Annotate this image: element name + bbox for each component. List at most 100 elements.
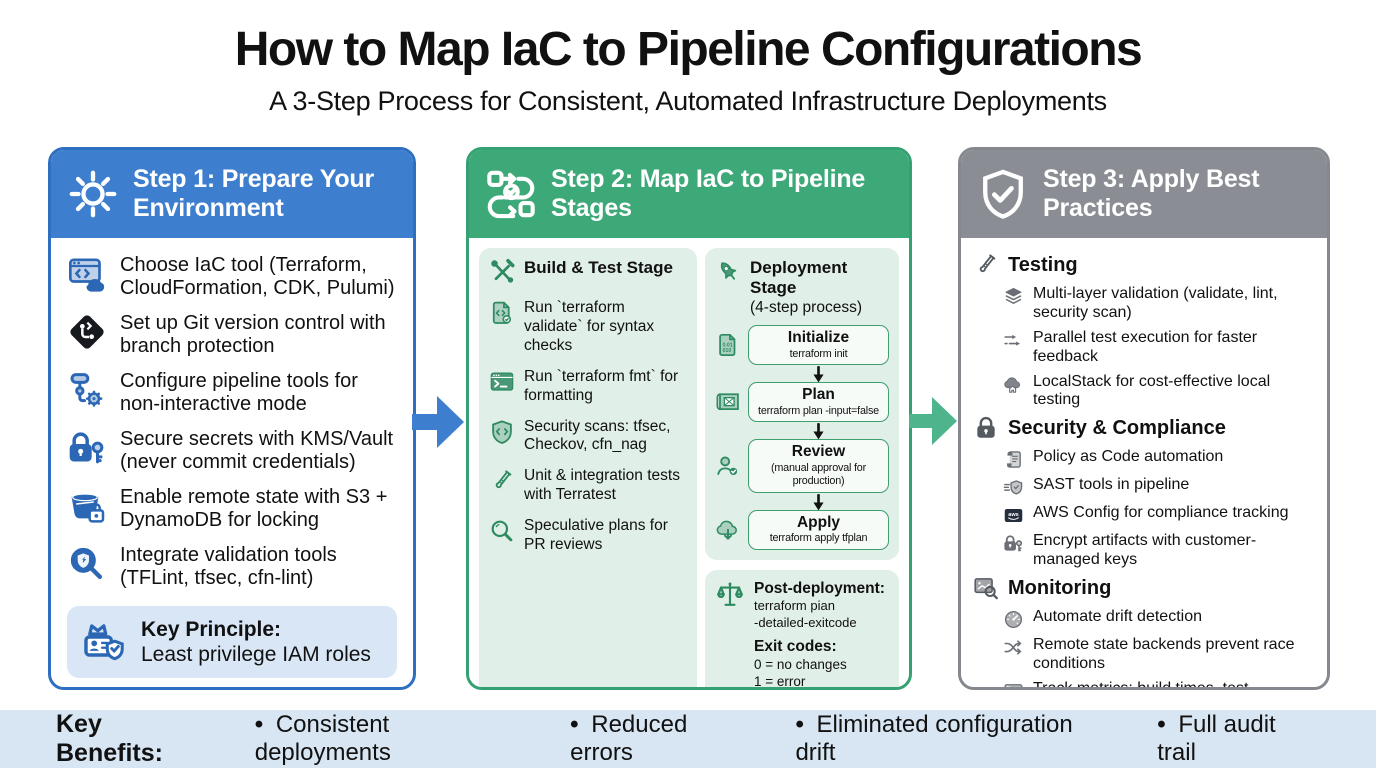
step3-body: Testing Multi-layer validation (validate… <box>961 238 1327 690</box>
down-arrow-icon <box>748 365 889 382</box>
list-item: Configure pipeline tools for non-interac… <box>59 364 405 422</box>
person-check-icon <box>715 453 741 479</box>
list-item-text: Encrypt artifacts with customer-managed … <box>1033 532 1257 569</box>
flow-step: Apply terraform apply tfplan <box>715 509 889 550</box>
list-item: Multi-layer validation (validate, lint, … <box>1003 282 1317 326</box>
key-principle-box: Key Principle: Least privilege IAM roles <box>67 606 397 679</box>
metrics-window-icon <box>1003 681 1024 690</box>
list-item-text: Multi-layer validation (validate, lint, … <box>1033 285 1278 321</box>
list-item-text: LocalStack for cost-effective local test… <box>1033 372 1271 409</box>
scroll-icon <box>1003 449 1024 470</box>
magnifier-icon <box>489 518 515 544</box>
list-item: Automate drift detection <box>1003 605 1317 633</box>
list-item: Run `terraform validate` for syntax chec… <box>489 293 687 362</box>
list-item-text: Set up Git version control with branch p… <box>120 312 386 357</box>
step3-header: Step 3: Apply Best Practices <box>961 150 1327 238</box>
list-item: Track metrics: build times, test coverag… <box>1003 677 1317 690</box>
list-item: Security scans: tfsec, Checkov, cfn_nag <box>489 412 687 462</box>
list-item: Encrypt artifacts with customer-managed … <box>1003 529 1317 573</box>
down-arrow-icon <box>748 493 889 510</box>
section-header: Security & Compliance <box>973 415 1317 441</box>
deployment-title-text: Deployment Stage <box>750 258 848 297</box>
shuffle-icon <box>1003 637 1024 658</box>
section-security-compliance: Security & Compliance Policy as Code aut… <box>973 413 1317 573</box>
step1-title: Step 1: Prepare Your Environment <box>133 165 374 222</box>
step3-card: Step 3: Apply Best Practices Testing Mul… <box>958 147 1330 690</box>
list-item-text: Integrate validation tools (TFLint, tfse… <box>120 544 337 589</box>
key-principle-label: Key Principle: <box>141 618 282 641</box>
list-item-text: Policy as Code automation <box>1033 448 1224 466</box>
flow-label: Initialize <box>787 328 850 346</box>
list-item: Integrate validation tools (TFLint, tfse… <box>59 538 405 596</box>
build-test-title: Build & Test Stage <box>524 258 673 277</box>
flow-box-plan: Plan terraform plan -input=false <box>748 381 889 423</box>
list-item: Policy as Code automation <box>1003 445 1317 473</box>
section-title: Testing <box>1008 253 1078 276</box>
list-item: Speculative plans for PR reviews <box>489 511 687 561</box>
list-item: Parallel test execution for faster feedb… <box>1003 326 1317 370</box>
flow-label: Review <box>791 443 846 461</box>
list-item: Choose IaC tool (Terraform, CloudFormati… <box>59 248 405 306</box>
post-deployment-row: Post-deployment: terraform pian -detaile… <box>715 579 889 690</box>
down-arrow-icon <box>748 422 889 439</box>
shield-code-icon <box>489 419 515 445</box>
flow-command: terraform init <box>789 347 848 360</box>
code-window-cloud-icon <box>67 254 107 294</box>
list-item: Run `terraform fmt` for formatting <box>489 362 687 412</box>
step3-title: Step 3: Apply Best Practices <box>1043 165 1260 222</box>
lock-key-icon <box>67 428 107 468</box>
chart-magnifier-icon <box>973 575 999 601</box>
shield-fast-icon <box>1003 477 1024 498</box>
build-test-header: Build & Test Stage <box>489 258 687 285</box>
layers-icon <box>1003 286 1024 307</box>
flow-step: Initialize terraform init <box>715 324 889 365</box>
step1-card: Step 1: Prepare Your Environment Choose … <box>48 147 416 690</box>
rocket-icon <box>715 258 742 285</box>
deployment-column: Deployment Stage (4-step process) Initia… <box>705 248 899 690</box>
list-item-text: Configure pipeline tools for non-interac… <box>120 370 358 415</box>
post-deployment-panel: Post-deployment: terraform pian -detaile… <box>705 569 899 690</box>
deployment-title: Deployment Stage (4-step process) <box>750 258 889 317</box>
section-title: Monitoring <box>1008 576 1112 599</box>
code-file-check-icon <box>489 300 515 326</box>
flow-step: Plan terraform plan -input=false <box>715 381 889 423</box>
section-monitoring: Monitoring Automate drift detection Remo… <box>973 573 1317 690</box>
pipeline-gear-icon <box>67 370 107 410</box>
section-title: Security & Compliance <box>1008 416 1226 439</box>
hammer-wrench-icon <box>489 258 516 285</box>
step2-title: Step 2: Map IaC to Pipeline Stages <box>551 165 866 222</box>
benefit-item: Full audit trail <box>1157 711 1320 767</box>
crown-badge-icon <box>81 619 127 665</box>
exit-code: 1 = error <box>754 674 806 690</box>
scale-icon <box>715 580 745 610</box>
workflow-icon <box>485 168 537 220</box>
post-deployment-label: Post-deployment: <box>754 579 885 597</box>
list-item: Set up Git version control with branch p… <box>59 306 405 364</box>
list-item-text: Speculative plans for PR reviews <box>524 517 668 554</box>
key-principle-content: Key Principle: Least privilege IAM roles <box>141 617 371 667</box>
cloud-home-icon <box>1003 374 1024 395</box>
list-item-text: Choose IaC tool (Terraform, CloudFormati… <box>120 254 395 299</box>
right-arrow-icon <box>412 396 464 448</box>
list-item: SAST tools in pipeline <box>1003 473 1317 501</box>
list-item: Unit & integration tests with Terratest <box>489 461 687 511</box>
flow-command: terraform apply tfplan <box>769 532 868 545</box>
step1-body: Choose IaC tool (Terraform, CloudFormati… <box>51 238 413 687</box>
section-header: Monitoring <box>973 575 1317 601</box>
list-item-text: Run `terraform fmt` for formatting <box>524 367 679 404</box>
list-item-text: AWS Config for compliance tracking <box>1033 504 1289 522</box>
list-item-text: Secure secrets with KMS/Vault (never com… <box>120 428 394 473</box>
flow-command: terraform plan -input=false <box>758 404 879 417</box>
list-item-text: Track metrics: build times, test coverag… <box>1033 679 1249 690</box>
exit-codes-label: Exit codes: <box>754 637 837 655</box>
section-header: Testing <box>973 252 1317 278</box>
lock-key-icon <box>1003 533 1024 554</box>
gauge-icon <box>1003 609 1024 630</box>
bucket-lock-icon <box>67 486 107 526</box>
step1-header: Step 1: Prepare Your Environment <box>51 150 413 238</box>
benefit-item: Consistent deployments <box>255 711 530 767</box>
git-icon <box>67 312 107 352</box>
terminal-icon <box>489 369 515 395</box>
flow-label: Apply <box>796 513 841 531</box>
list-item-text: Unit & integration tests with Terratest <box>524 467 680 504</box>
